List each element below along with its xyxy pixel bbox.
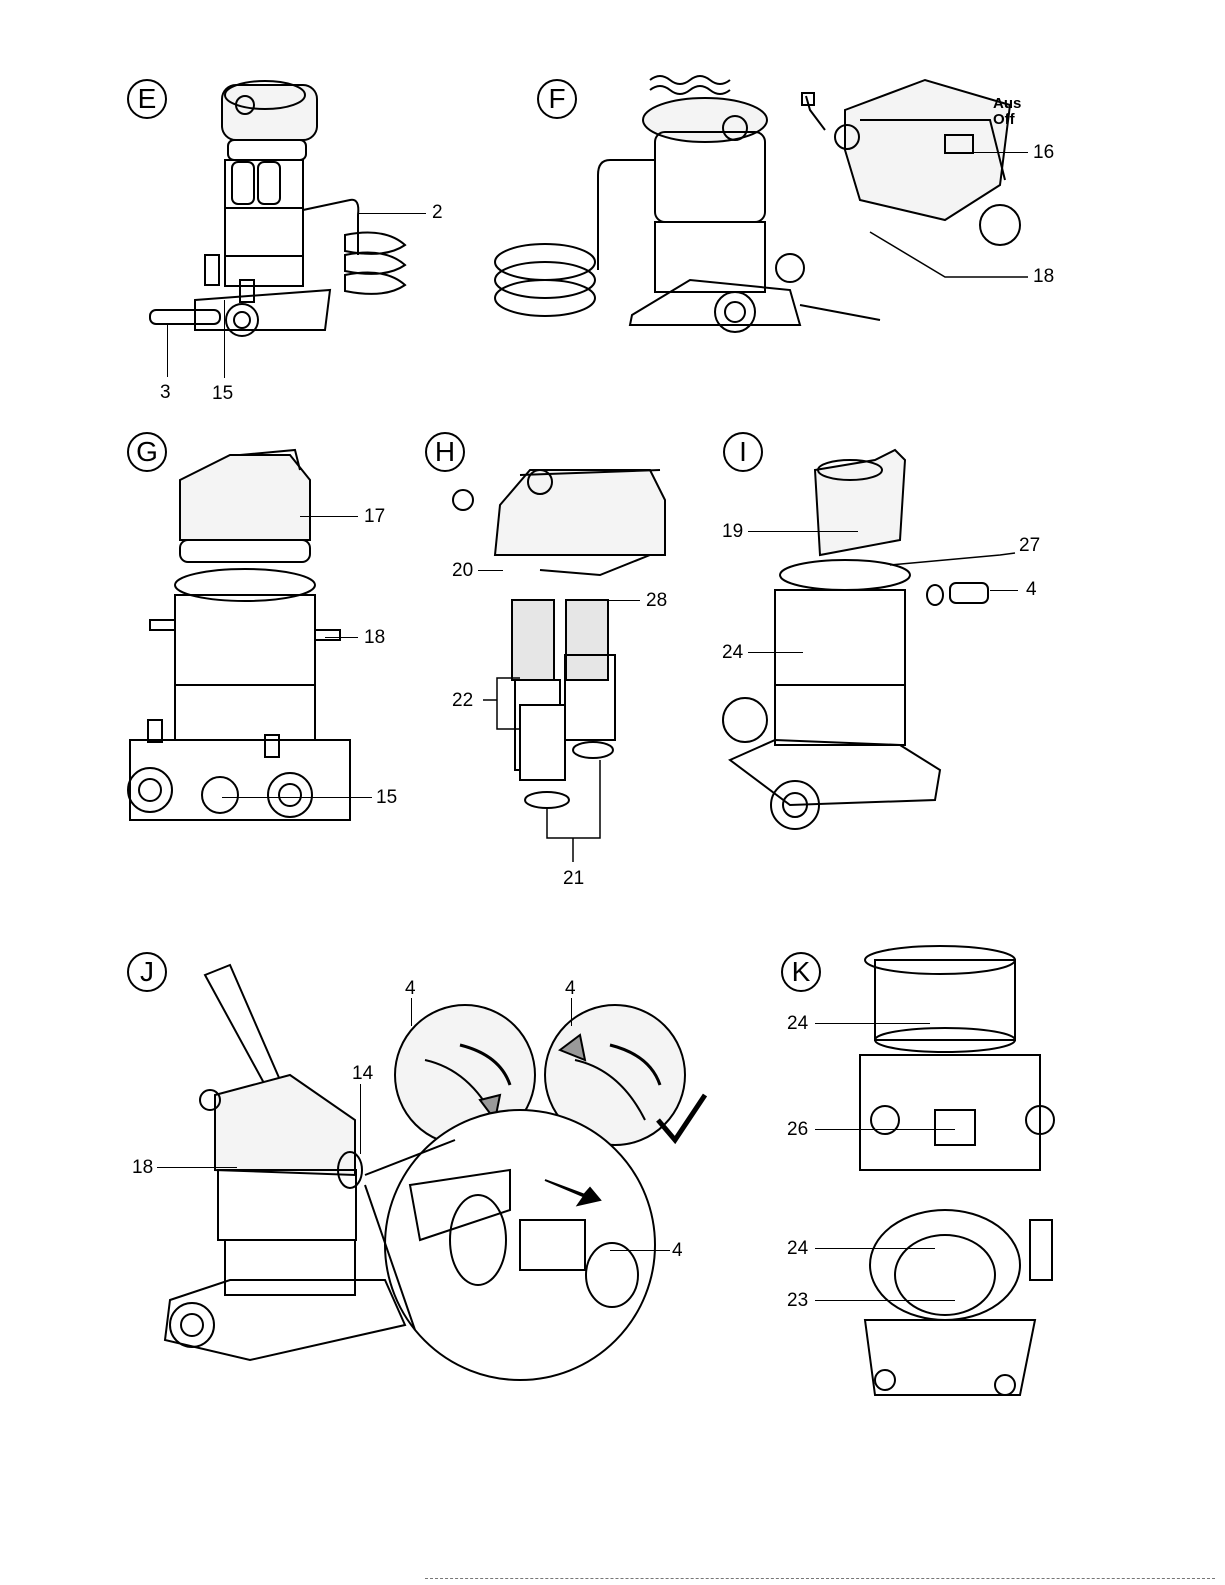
panel-j-vacuum-drawing bbox=[165, 965, 705, 1380]
leader-line bbox=[300, 516, 358, 517]
leader-line bbox=[157, 1167, 237, 1168]
leader-line bbox=[990, 590, 1018, 591]
leader-line bbox=[970, 152, 1028, 153]
footer-divider bbox=[425, 1578, 1215, 1579]
panel-k-bottom-drawing bbox=[865, 1210, 1052, 1395]
panel-e-vacuum-drawing bbox=[150, 81, 405, 336]
callout-16: 16 bbox=[1033, 143, 1054, 163]
panel-letter-i: I bbox=[723, 432, 763, 472]
leader-line bbox=[571, 998, 572, 1026]
leader-line bbox=[325, 637, 358, 638]
panel-letter-j: J bbox=[127, 952, 167, 992]
leader-line bbox=[167, 325, 168, 377]
panel-h-filter-drawing bbox=[453, 470, 665, 808]
leader-line bbox=[224, 300, 225, 378]
panel-letter-k: K bbox=[781, 952, 821, 992]
leader-line bbox=[748, 531, 858, 532]
callout-24: 24 bbox=[787, 1014, 808, 1034]
callout-4: 4 bbox=[565, 979, 576, 999]
leader-line bbox=[590, 600, 640, 601]
callout-4: 4 bbox=[1026, 580, 1037, 600]
leader-line bbox=[815, 1129, 955, 1130]
leader-line bbox=[815, 1248, 935, 1249]
switch-label-off: Off bbox=[993, 112, 1015, 128]
leader-line bbox=[748, 652, 803, 653]
callout-14: 14 bbox=[352, 1064, 373, 1084]
panel-f-vacuum-drawing bbox=[495, 76, 1020, 332]
callout-4: 4 bbox=[672, 1241, 683, 1261]
callout-4: 4 bbox=[405, 979, 416, 999]
panel-letter-f: F bbox=[537, 79, 577, 119]
callout-3: 3 bbox=[160, 383, 171, 403]
callout-15: 15 bbox=[212, 384, 233, 404]
leader-line bbox=[222, 797, 372, 798]
panel-letter-h: H bbox=[425, 432, 465, 472]
callout-2: 2 bbox=[432, 203, 443, 223]
callout-23: 23 bbox=[787, 1291, 808, 1311]
callout-18: 18 bbox=[364, 628, 385, 648]
callout-24: 24 bbox=[787, 1239, 808, 1259]
callout-26: 26 bbox=[787, 1120, 808, 1140]
callout-15: 15 bbox=[376, 788, 397, 808]
panel-letter-g: G bbox=[127, 432, 167, 472]
callout-19: 19 bbox=[722, 522, 743, 542]
callout-18: 18 bbox=[1033, 267, 1054, 287]
leader-line bbox=[610, 1250, 670, 1251]
panel-i-vacuum-drawing bbox=[723, 450, 988, 829]
callout-28: 28 bbox=[646, 591, 667, 611]
callout-21: 21 bbox=[563, 869, 584, 889]
switch-label-aus: Aus bbox=[993, 96, 1021, 112]
callout-24: 24 bbox=[722, 643, 743, 663]
callout-20: 20 bbox=[452, 561, 473, 581]
panel-letter-e: E bbox=[127, 79, 167, 119]
callout-17: 17 bbox=[364, 507, 385, 527]
callout-22: 22 bbox=[452, 691, 473, 711]
leader-line bbox=[815, 1023, 930, 1024]
leader-line bbox=[478, 570, 503, 571]
panel-k-top-drawing bbox=[860, 946, 1054, 1170]
leader-line bbox=[358, 213, 426, 214]
panel-g-vacuum-drawing bbox=[128, 450, 350, 820]
leader-line bbox=[815, 1300, 955, 1301]
callout-18: 18 bbox=[132, 1158, 153, 1178]
leader-line bbox=[360, 1084, 361, 1154]
callout-27: 27 bbox=[1019, 536, 1040, 556]
leader-line bbox=[411, 998, 412, 1026]
